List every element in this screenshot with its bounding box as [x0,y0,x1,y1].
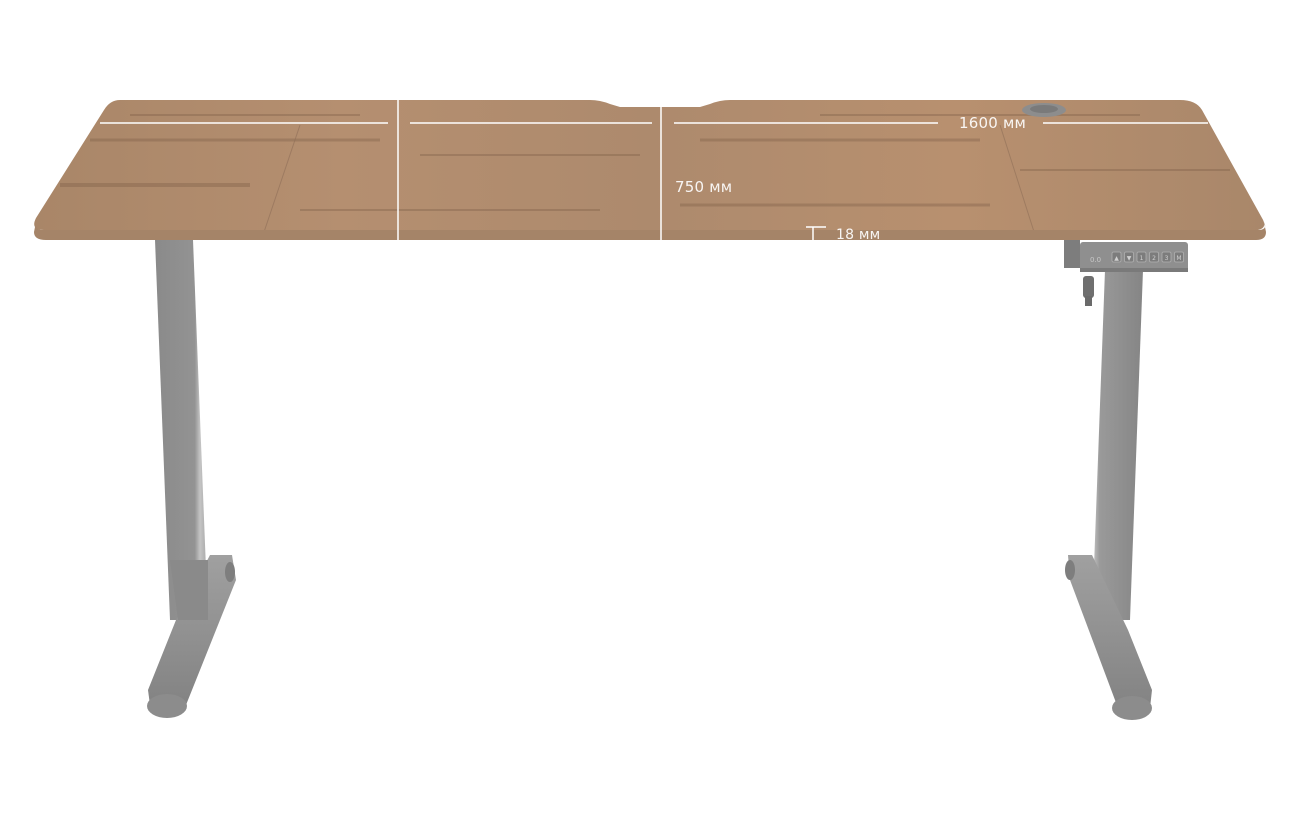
right-leg [1065,270,1152,720]
control-button-up-glyph: ▲ [1114,255,1119,262]
tabletop-surface [34,100,1265,230]
control-button-memory[interactable] [1174,251,1184,263]
left-foot-cap-back [225,562,235,582]
tabletop [34,100,1266,240]
control-button-memory-glyph: M [1176,255,1181,262]
control-button-preset-3[interactable] [1161,251,1172,263]
right-leg-column [1092,270,1143,620]
wood-grain [60,114,1230,211]
control-button-up[interactable] [1111,251,1122,263]
thickness-dimension-label: 18 мм [836,227,881,243]
left-foot [148,555,236,705]
depth-dimension-label: 750 мм [675,178,733,196]
right-foot [1068,555,1152,708]
dimension-lines [100,100,1208,243]
control-button-preset-1[interactable] [1136,251,1147,263]
control-button-preset-1-glyph: 1 [1140,255,1144,262]
control-panel-display: 0.0 [1090,256,1101,264]
right-foot-cap-back [1065,560,1075,580]
left-foot-cap-front [147,694,187,718]
control-button-down-glyph: ▼ [1127,255,1132,262]
tabletop-edge [34,222,1266,240]
control-panel-bracket [1064,240,1080,268]
control-button-down[interactable] [1124,251,1134,263]
control-button-preset-2-glyph: 2 [1152,255,1156,262]
power-cable [1083,276,1094,298]
control-button-preset-2[interactable] [1149,251,1159,263]
left-leg-column [155,240,208,620]
control-button-preset-3-glyph: 3 [1165,255,1169,262]
width-dimension-label: 1600 мм [959,114,1026,132]
control-panel-body [1080,242,1188,272]
left-leg [147,240,236,718]
right-foot-cap-front [1112,696,1152,720]
